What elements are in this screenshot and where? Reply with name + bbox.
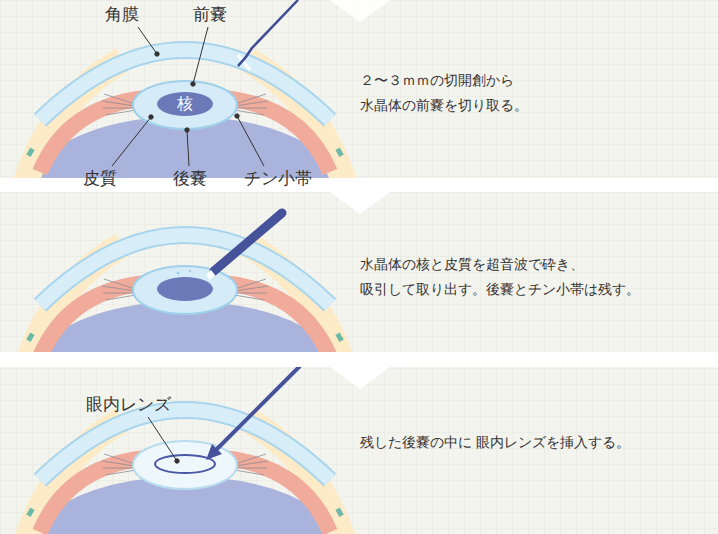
part-label: 角膜 [105,4,139,24]
nucleus-label: 核 [177,96,193,112]
part-label: 眼内レンズ [86,394,171,414]
part-label: 前嚢 [193,4,227,24]
step-note: 水晶体の核と皮質を超音波で砕き、 吸引して取り出す。後嚢とチン小帯は残す。 [360,252,660,301]
step-note: ２〜３ｍｍの切開創から 水晶体の前嚢を切り取る。 [360,68,660,117]
part-label: 後嚢 [173,168,207,188]
step-note: 残した後嚢の中に 眼内レンズを挿入する。 [360,430,660,455]
part-label: チン小帯 [244,168,312,188]
part-label: 皮質 [83,168,117,188]
nucleus-ellipse: 核 [157,92,213,116]
